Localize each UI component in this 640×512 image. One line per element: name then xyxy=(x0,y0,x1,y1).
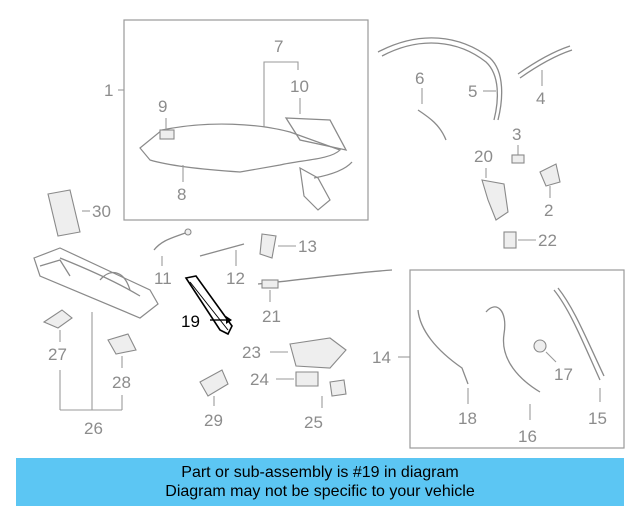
callout-6[interactable]: 6 xyxy=(415,69,424,88)
callout-16[interactable]: 16 xyxy=(518,427,537,446)
banner-line-2: Diagram may not be specific to your vehi… xyxy=(165,483,475,500)
callout-13[interactable]: 13 xyxy=(298,237,317,256)
callout-21[interactable]: 21 xyxy=(262,307,281,326)
callout-4[interactable]: 4 xyxy=(536,89,545,108)
callout-9[interactable]: 9 xyxy=(158,97,167,116)
part-27 xyxy=(42,309,73,329)
callout-23[interactable]: 23 xyxy=(242,343,261,362)
weatherstrip-4 xyxy=(517,45,571,75)
callout-25[interactable]: 25 xyxy=(304,413,323,432)
grommet-17 xyxy=(533,339,547,353)
callout-5[interactable]: 5 xyxy=(468,82,477,101)
part-30 xyxy=(47,189,81,237)
roof-panel xyxy=(139,123,342,173)
parts-diagram: 1 7 10 9 8 30 5 6 4 3 20 2 22 xyxy=(33,19,625,449)
callout-27[interactable]: 27 xyxy=(48,345,67,364)
callout-26[interactable]: 26 xyxy=(84,419,103,438)
group-box-1 xyxy=(123,19,369,221)
seal-15 xyxy=(553,289,601,381)
callout-8[interactable]: 8 xyxy=(177,185,186,204)
callout-17[interactable]: 17 xyxy=(554,365,573,384)
callout-11[interactable]: 11 xyxy=(154,269,172,288)
hose-16 xyxy=(485,306,541,393)
callout-22[interactable]: 22 xyxy=(538,231,557,250)
callout-15[interactable]: 15 xyxy=(588,409,607,428)
part-29 xyxy=(199,369,229,397)
info-banner: Part or sub-assembly is #19 in diagram D… xyxy=(16,458,624,506)
callout-1[interactable]: 1 xyxy=(104,81,113,100)
part-12 xyxy=(199,243,245,257)
part-23 xyxy=(289,337,347,369)
part-25 xyxy=(329,379,347,397)
callout-24[interactable]: 24 xyxy=(250,370,269,389)
callout-3[interactable]: 3 xyxy=(512,125,521,144)
group-box-14 xyxy=(409,269,625,449)
part-28 xyxy=(107,333,137,355)
weatherstrip-5 xyxy=(377,37,503,121)
callout-7[interactable]: 7 xyxy=(274,37,283,56)
part-11 xyxy=(153,231,189,251)
hose-18 xyxy=(417,309,469,385)
latch-part-20 xyxy=(481,179,509,221)
callout-30[interactable]: 30 xyxy=(92,202,111,221)
banner-line-1: Part or sub-assembly is #19 in diagram xyxy=(181,464,459,481)
part-13 xyxy=(259,233,277,259)
callout-18[interactable]: 18 xyxy=(458,409,477,428)
callout-12[interactable]: 12 xyxy=(226,269,245,288)
frame-bracket-part xyxy=(299,166,331,211)
part-22 xyxy=(503,231,517,249)
part-2 xyxy=(539,163,561,187)
callout-20[interactable]: 20 xyxy=(474,147,493,166)
part-24 xyxy=(295,371,319,387)
callout-19[interactable]: 19 xyxy=(181,312,200,331)
callout-28[interactable]: 28 xyxy=(112,373,131,392)
weatherstrip-6 xyxy=(417,109,447,141)
callout-2[interactable]: 2 xyxy=(544,201,553,220)
callout-10[interactable]: 10 xyxy=(290,77,309,96)
callout-29[interactable]: 29 xyxy=(204,411,223,430)
callout-14[interactable]: 14 xyxy=(372,348,391,367)
wind-deflector xyxy=(33,247,159,319)
